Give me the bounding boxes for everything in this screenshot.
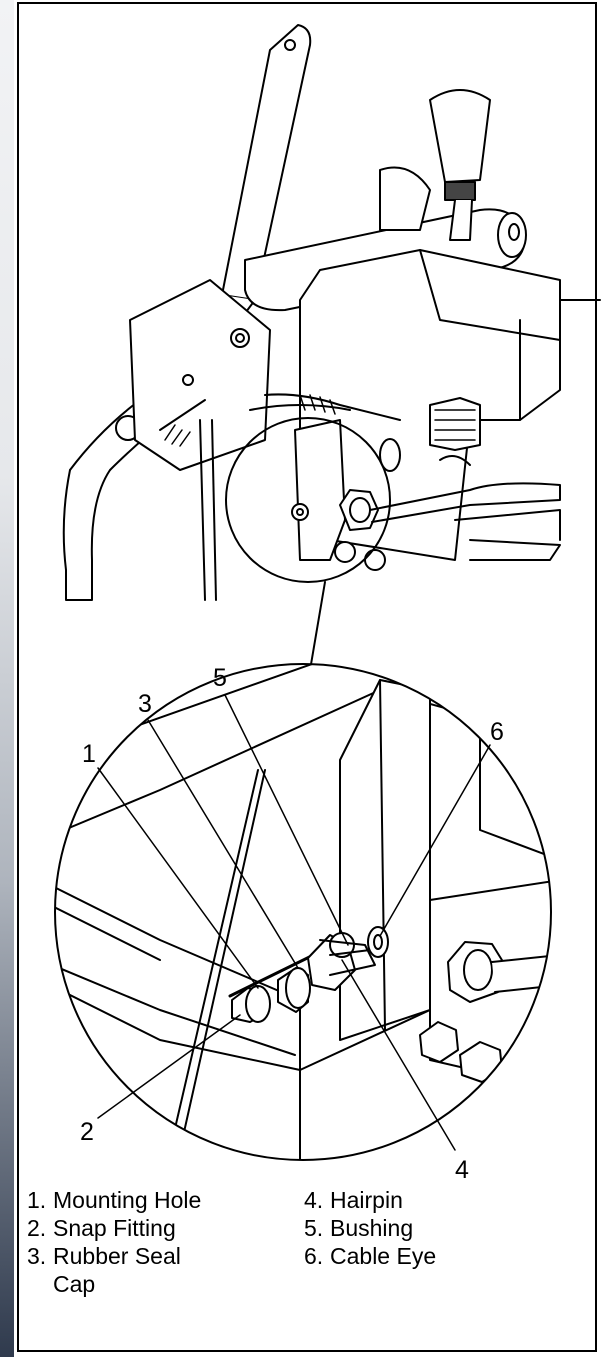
cable-eye-part bbox=[367, 926, 389, 958]
legend-item: 5. Bushing bbox=[304, 1215, 414, 1241]
callout-6: 6 bbox=[490, 718, 504, 746]
snap-fitting-part bbox=[231, 985, 271, 1023]
callout-leaders bbox=[97, 694, 491, 1151]
legend-item: 3. Rubber Seal Cap bbox=[27, 1243, 181, 1297]
legend-item: 4. Hairpin bbox=[304, 1187, 403, 1213]
rubber-seal-cap-part bbox=[277, 967, 311, 1013]
callout-3: 3 bbox=[138, 690, 152, 718]
legend-item: 6. Cable Eye bbox=[304, 1243, 437, 1269]
detail-magnified-view bbox=[54, 663, 552, 1161]
legend-column-right: 4. Hairpin 5. Bushing 6. Cable Eye bbox=[304, 1186, 520, 1270]
callout-1: 1 bbox=[82, 740, 96, 768]
callout-2: 2 bbox=[80, 1118, 94, 1146]
legend-item: 1. Mounting Hole bbox=[27, 1187, 202, 1213]
legend-column-left: 1. Mounting Hole 2. Snap Fitting 3. Rubb… bbox=[27, 1186, 243, 1298]
callout-4: 4 bbox=[455, 1156, 469, 1184]
hairpin-bushing-part bbox=[307, 932, 376, 991]
top-assembly-view bbox=[62, 24, 601, 601]
callout-5: 5 bbox=[213, 664, 227, 692]
legend-item: 2. Snap Fitting bbox=[27, 1215, 176, 1241]
side-gradient-bar bbox=[0, 0, 14, 1357]
